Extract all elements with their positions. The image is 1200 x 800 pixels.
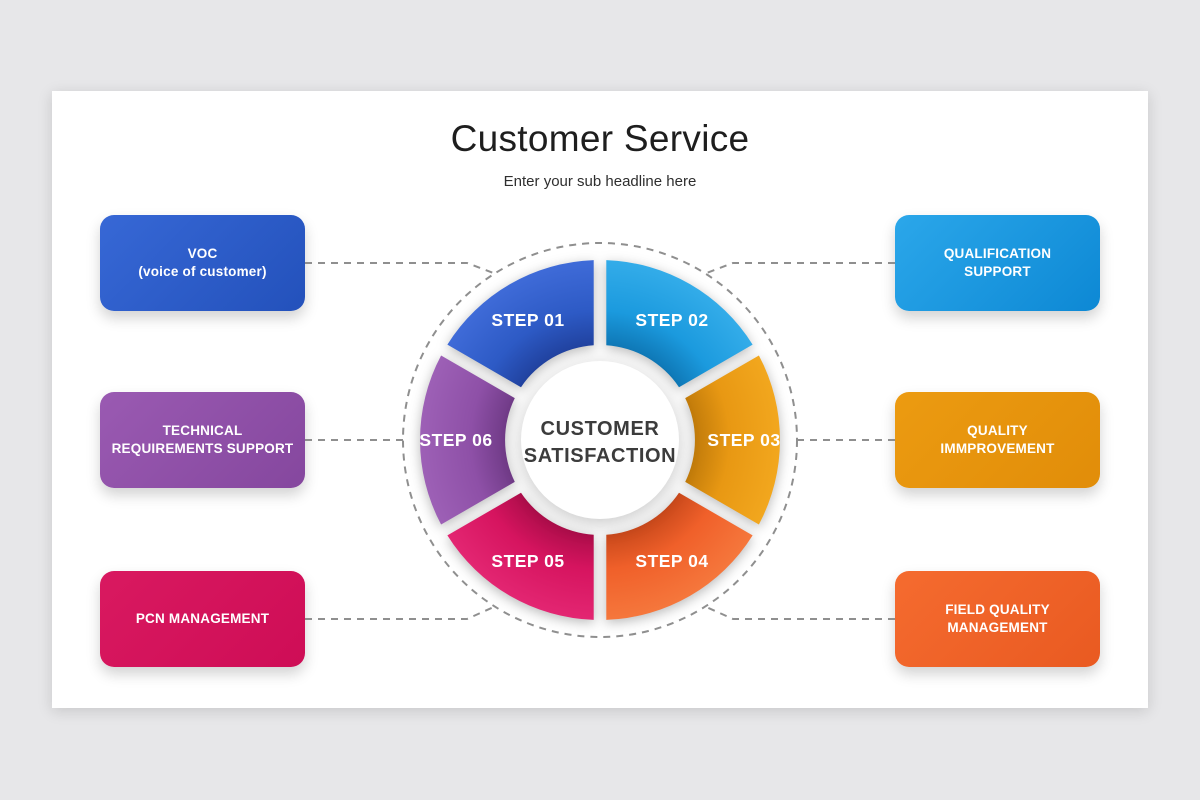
pie-segment-step-05 — [447, 492, 594, 620]
center-circle — [521, 361, 679, 519]
connector-bottom-left — [305, 605, 497, 620]
center-label-line2: SATISFACTION — [524, 445, 676, 467]
pie-segment-step-06 — [420, 355, 515, 525]
pie-segment-step-03 — [685, 355, 780, 525]
center-label-line1: CUSTOMER — [541, 418, 660, 440]
step-03-label: STEP 03 — [707, 430, 780, 450]
page-subtitle: Enter your sub headline here — [503, 173, 697, 190]
step-02-label: STEP 02 — [635, 310, 708, 330]
box-voc: VOC(voice of customer) — [100, 215, 305, 311]
connector-top-left — [305, 262, 497, 275]
step-01-label: STEP 01 — [491, 310, 564, 330]
pie-segment-step-02 — [606, 260, 753, 388]
box-pcn-management: PCN MANAGEMENT — [100, 571, 305, 667]
step-06-label: STEP 06 — [419, 430, 492, 450]
box-pcn-label: PCN MANAGEMENT — [135, 610, 270, 626]
step-04-label: STEP 04 — [635, 551, 708, 571]
pie-segment-step-01 — [447, 260, 594, 388]
page-title: Customer Service — [450, 118, 750, 159]
process-wheel: STEP 01 STEP 02 STEP 03 STEP 04 STEP 05 … — [305, 242, 895, 638]
step-05-label: STEP 05 — [491, 551, 564, 571]
pie-segment-step-04 — [606, 492, 753, 620]
connector-bottom-right — [703, 605, 895, 620]
box-voc-label: VOC(voice of customer) — [138, 245, 267, 279]
connector-top-right — [703, 262, 895, 275]
